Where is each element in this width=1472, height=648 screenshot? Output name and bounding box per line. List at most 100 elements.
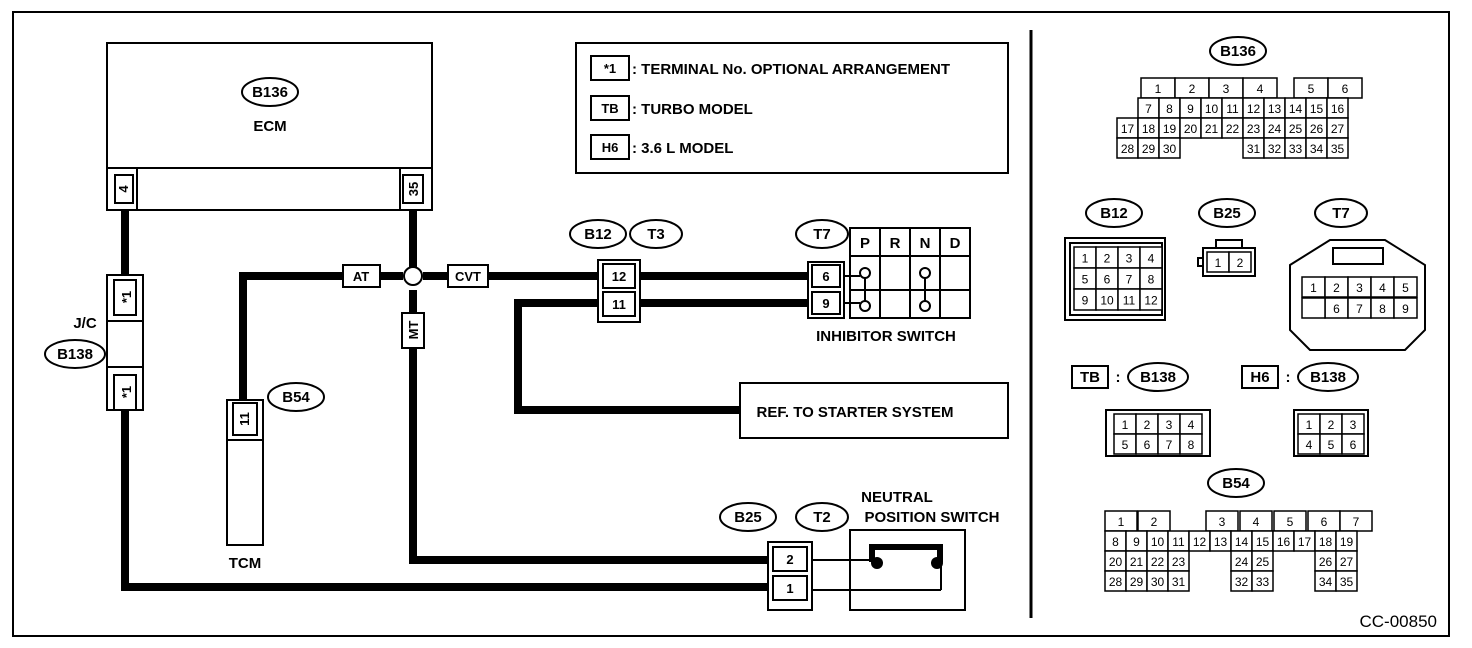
- b54-pin-label: 4: [1253, 515, 1260, 529]
- tb-b138-pin-label: 8: [1188, 438, 1195, 452]
- svg-text:H6: H6: [1250, 369, 1269, 386]
- b12-pin-label: 9: [1082, 294, 1089, 308]
- svg-text:CVT: CVT: [455, 269, 481, 284]
- b25-pin-1: 1: [786, 581, 793, 596]
- b54-pin-label: 35: [1340, 575, 1354, 589]
- b136-pin-label: 14: [1289, 102, 1303, 116]
- b136-cell: [1326, 137, 1349, 159]
- b12-pin-label: 8: [1148, 273, 1155, 287]
- b136-pin-label: 32: [1268, 142, 1282, 156]
- b54-pin-label: 30: [1151, 575, 1165, 589]
- b54-pin-label: 32: [1235, 575, 1249, 589]
- b136-pin-label: 34: [1310, 142, 1324, 156]
- b54-pin-label: 33: [1256, 575, 1270, 589]
- jc-pin-top: *1: [119, 291, 134, 303]
- b136-connector-view: B136: [1209, 36, 1267, 66]
- b25-pin-2: 2: [786, 552, 793, 567]
- b136-pin-label: 25: [1289, 122, 1303, 136]
- ecm-pin-35: 35: [406, 182, 421, 196]
- svg-text:B12: B12: [584, 226, 612, 243]
- b12-pin-label: 10: [1100, 294, 1114, 308]
- h6-b138-pin-label: 1: [1306, 418, 1313, 432]
- svg-text:B138: B138: [1140, 369, 1176, 386]
- b136-pin-label: 4: [1257, 82, 1264, 96]
- ecm-unit: 4 35 B136 ECM: [106, 42, 433, 211]
- inhibitor-switch: T7 6 9 P R N D INHIBITOR SWITCH: [795, 219, 971, 345]
- tb-b138-pin-label: 1: [1122, 418, 1129, 432]
- b12-pin-label: 2: [1104, 252, 1111, 266]
- b12-pin-label: 7: [1126, 273, 1133, 287]
- b136-pin-label: 22: [1226, 122, 1240, 136]
- b136-pin-label: 27: [1331, 122, 1345, 136]
- b54-pin-label: 12: [1193, 535, 1207, 549]
- svg-text::: :: [1116, 369, 1121, 386]
- svg-text:POSITION SWITCH: POSITION SWITCH: [865, 509, 1000, 526]
- b12-pin-12: 12: [612, 269, 626, 284]
- b54-pin-label: 18: [1319, 535, 1333, 549]
- b25-pin-label: 2: [1237, 256, 1244, 270]
- b136-pin-label: 2: [1189, 82, 1196, 96]
- b54-pin-label: 3: [1219, 515, 1226, 529]
- b12-pin-label: 11: [1123, 294, 1136, 308]
- b54-pin-label: 21: [1130, 555, 1144, 569]
- h6-b138-pin-label: 5: [1328, 438, 1335, 452]
- t7-blank-cell: [1301, 297, 1326, 319]
- inhibitor-label: INHIBITOR SWITCH: [816, 328, 956, 345]
- b136-pin-label: 19: [1163, 122, 1177, 136]
- t7-pin-label: 9: [1402, 302, 1409, 316]
- b54-pin-label: 2: [1151, 515, 1158, 529]
- b54-cell: [1251, 570, 1274, 592]
- b136-pin-label: 5: [1308, 82, 1315, 96]
- b54-pin-label: 27: [1340, 555, 1354, 569]
- b136-pin-label: 17: [1121, 122, 1135, 136]
- tcm-unit: 11 B54 TCM: [226, 382, 325, 572]
- b54-pin-label: 20: [1109, 555, 1123, 569]
- b54-pin-label: 5: [1287, 515, 1294, 529]
- t7-pin-6: 6: [822, 269, 829, 284]
- jc-connector-label: B138: [57, 346, 93, 363]
- b136-pin-label: 29: [1142, 142, 1156, 156]
- tb-b138-pin-label: 7: [1166, 438, 1173, 452]
- b136-pin-label: 16: [1331, 102, 1345, 116]
- b136-pin-label: 3: [1223, 82, 1230, 96]
- svg-text:B12: B12: [1100, 205, 1128, 222]
- tb-b138-pin-label: 4: [1188, 418, 1195, 432]
- wire-tag-mt: MT: [401, 312, 425, 349]
- legend-key-2: TB: [601, 101, 618, 116]
- b136-pin-label: 24: [1268, 122, 1282, 136]
- b54-pin-label: 16: [1277, 535, 1291, 549]
- svg-text:N: N: [920, 235, 931, 252]
- legend-text-1: : TERMINAL No. OPTIONAL ARRANGEMENT: [632, 61, 950, 78]
- b136-pin-label: 21: [1205, 122, 1219, 136]
- b136-pin-label: 6: [1342, 82, 1349, 96]
- b136-pin-label: 18: [1142, 122, 1156, 136]
- b54-connector-view: B54: [1207, 468, 1265, 498]
- b54-pin-label: 31: [1172, 575, 1186, 589]
- svg-text:P: P: [860, 235, 870, 252]
- svg-text:B54: B54: [1222, 475, 1250, 492]
- b54-pin-label: 11: [1172, 535, 1185, 549]
- b54-pin-label: 13: [1214, 535, 1228, 549]
- b54-pin-label: 34: [1319, 575, 1333, 589]
- tb-b138-cell: [1179, 433, 1203, 455]
- b54-pin-label: 10: [1151, 535, 1165, 549]
- b12-cell: [1139, 288, 1163, 311]
- jc-label: J/C: [73, 315, 97, 332]
- t7-pin-label: 7: [1356, 302, 1363, 316]
- legend-box: *1 : TERMINAL No. OPTIONAL ARRANGEMENT T…: [575, 42, 1009, 174]
- svg-text:D: D: [950, 235, 961, 252]
- svg-text:NEUTRAL: NEUTRAL: [861, 489, 933, 506]
- wire-tag-at: AT: [342, 264, 381, 288]
- b136-pin-label: 8: [1166, 102, 1173, 116]
- b54-pin-label: 14: [1235, 535, 1249, 549]
- wire-junction: [403, 266, 423, 286]
- b54-pin-label: 6: [1321, 515, 1328, 529]
- b136-pin-label: 9: [1187, 102, 1194, 116]
- b54-pin-label: 28: [1109, 575, 1123, 589]
- tb-b138-pin-label: 5: [1122, 438, 1129, 452]
- svg-text:R: R: [890, 235, 901, 252]
- svg-text:REF. TO STARTER SYSTEM: REF. TO STARTER SYSTEM: [757, 404, 954, 421]
- svg-text:B136: B136: [1220, 43, 1256, 60]
